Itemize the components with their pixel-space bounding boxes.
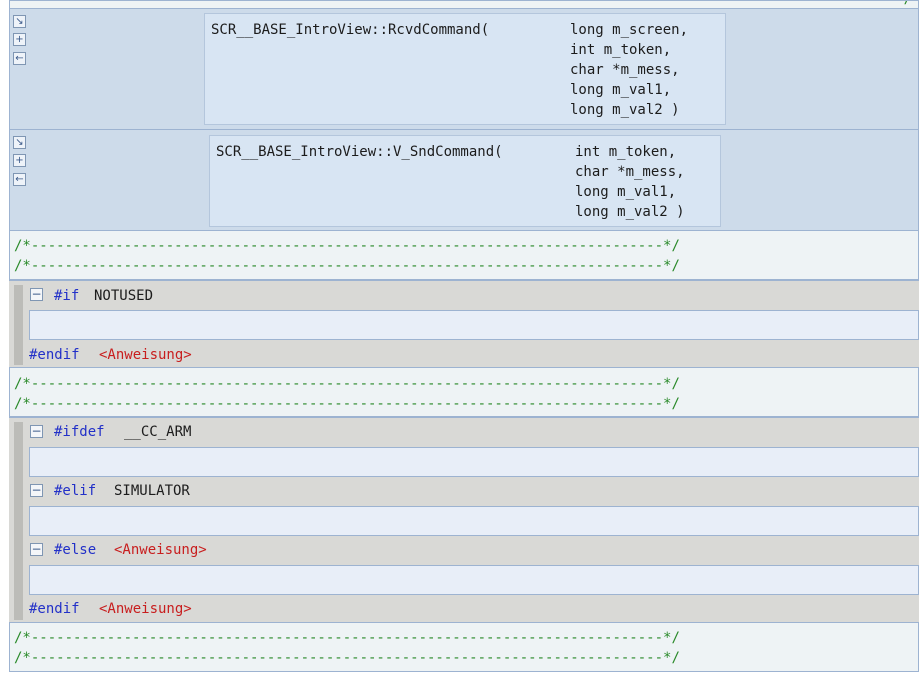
comment-line: /*--------------------------------------… [14,650,680,666]
param-line: long m_val1, [570,82,672,98]
param-line: char *m_mess, [570,62,680,78]
directive-condition: NOTUSED [94,288,154,304]
collapse-icon[interactable]: − [30,483,43,497]
comment-line: /*--------------------------------------… [14,238,680,254]
param-line: long m_val2 ) [575,204,685,220]
expand-icon[interactable]: ↘ [13,15,26,28]
back-icon[interactable]: ← [13,173,26,186]
directive-condition: SIMULATOR [114,483,190,499]
directive-keyword: #if [54,288,80,304]
comment-line: /*--------------------------------------… [14,376,680,392]
block-bar [14,422,23,620]
statement-field[interactable] [29,506,919,536]
param-line: long m_val2 ) [570,102,680,118]
back-icon[interactable]: ← [13,52,26,65]
directive-keyword: #elif [54,483,97,499]
statement-field[interactable] [29,310,919,340]
collapse-icon[interactable]: − [30,542,43,556]
comment-block[interactable]: /*--------------------------------------… [9,367,919,417]
function-name: SCR__BASE_IntroView::RcvdCommand( [211,22,490,38]
statement-field[interactable] [29,565,919,595]
comment-line: /*--------------------------------------… [14,630,680,646]
function-block-v-sndcommand[interactable]: ↘ + ← SCR__BASE_IntroView::V_SndCommand(… [9,129,919,231]
statement-field[interactable] [29,447,919,477]
preprocessor-block-if[interactable]: − #if NOTUSED #endif <Anweisung> [9,280,919,368]
function-block-rcvdcommand[interactable]: ↘ + ← SCR__BASE_IntroView::RcvdCommand( … [9,8,919,130]
collapse-icon[interactable]: − [30,287,43,301]
param-line: int m_token, [570,42,672,58]
top-comment-tail: / [904,1,912,8]
comment-line: /*--------------------------------------… [14,258,680,274]
function-signature[interactable]: SCR__BASE_IntroView::RcvdCommand( long m… [204,13,726,125]
comment-block[interactable]: /*--------------------------------------… [9,230,919,280]
directive-keyword: #else [54,542,97,558]
param-line: long m_screen, [570,22,689,38]
function-name: SCR__BASE_IntroView::V_SndCommand( [216,144,503,160]
comment-block[interactable]: /*--------------------------------------… [9,622,919,672]
comment-line: /*--------------------------------------… [14,396,680,412]
directive-keyword: #ifdef [54,424,105,440]
directive-keyword: #endif [29,601,80,617]
add-icon[interactable]: + [13,154,26,167]
statement-placeholder[interactable]: <Anweisung> [99,347,192,363]
directive-condition: __CC_ARM [124,424,192,440]
block-bar [14,285,23,365]
expand-icon[interactable]: ↘ [13,136,26,149]
param-line: char *m_mess, [575,164,685,180]
statement-placeholder[interactable]: <Anweisung> [114,542,207,558]
add-icon[interactable]: + [13,33,26,46]
directive-keyword: #endif [29,347,80,363]
statement-placeholder[interactable]: <Anweisung> [99,601,192,617]
param-line: long m_val1, [575,184,677,200]
collapse-icon[interactable]: − [30,424,43,438]
param-line: int m_token, [575,144,677,160]
preprocessor-block-ifdef[interactable]: − #ifdef __CC_ARM − #elif SIMULATOR − #e… [9,417,919,623]
function-signature[interactable]: SCR__BASE_IntroView::V_SndCommand( int m… [209,135,721,227]
